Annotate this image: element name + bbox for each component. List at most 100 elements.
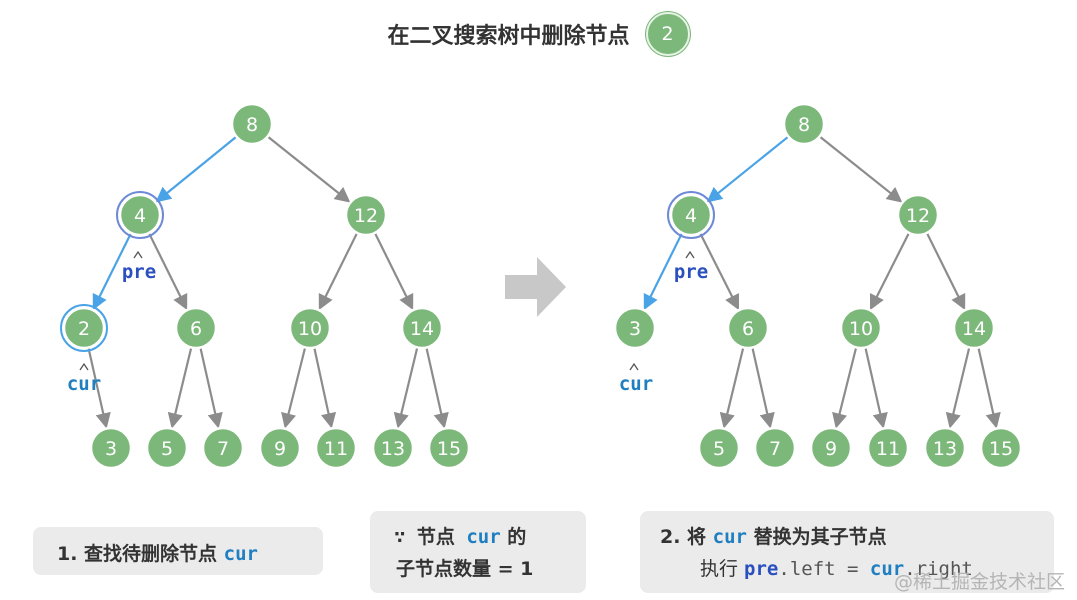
left-tree-node-11-label: 11 (324, 438, 348, 460)
left-tree-node-9-label: 9 (274, 438, 286, 460)
pre-label-right: pre (674, 261, 708, 283)
step2-prefix: 2. 将 (660, 526, 713, 548)
right-tree-node-3-label: 3 (629, 318, 641, 340)
left-tree-node-15-circle (427, 426, 471, 470)
left-tree-edge-4-6 (148, 233, 188, 311)
right-tree-node-7: 7 (753, 426, 797, 470)
left-tree-edge-6-7 (199, 348, 223, 429)
left-tree-node-14-circle (400, 306, 444, 350)
pre-label-left: pre (122, 261, 156, 283)
left-tree-node-6-circle (174, 306, 218, 350)
pre-caret-left (133, 250, 143, 259)
step1-var: cur (223, 543, 258, 565)
right-tree-edge-8-4 (706, 136, 789, 203)
left-tree-node-13: 13 (371, 426, 415, 470)
right-tree-node-4-highlight-ring (667, 191, 715, 239)
right-tree-node-13-circle (923, 426, 967, 470)
left-tree-node-2: 2 (60, 304, 108, 352)
right-tree-node-3: 3 (613, 306, 657, 350)
right-tree-edge-6-7 (751, 348, 775, 429)
left-tree-edge-8-4 (155, 136, 237, 203)
left-tree-node-10-label: 10 (298, 318, 322, 340)
pre-caret-right (685, 250, 695, 259)
left-tree-node-13-circle (371, 426, 415, 470)
left-tree-node-14: 14 (400, 306, 444, 350)
left-tree-node-4: 4 (116, 191, 164, 239)
condition-line1: ∵ 节点 cur 的 (394, 521, 586, 553)
right-tree-node-15-circle (979, 426, 1023, 470)
right-tree-edge-10-11 (864, 348, 888, 429)
left-tree-node-8: 8 (230, 102, 274, 146)
left-tree-node-4-circle (118, 193, 162, 237)
left-tree-node-2-circle (62, 306, 106, 350)
left-tree-node-10: 10 (288, 306, 332, 350)
left-tree-node-7: 7 (201, 426, 245, 470)
transition-arrow (505, 257, 566, 317)
right-tree-edge-14-15 (977, 348, 1001, 429)
right-tree-edge-4-3 (643, 233, 683, 311)
right-tree-node-12: 12 (896, 193, 940, 237)
step2-box: 2. 将 cur 替换为其子节点 执行 pre.left = cur.right (640, 511, 1054, 593)
left-tree-node-5-label: 5 (161, 438, 173, 460)
left-tree-node-3-label: 3 (105, 438, 117, 460)
left-tree-edge-2-3 (87, 348, 111, 429)
left-tree-node-6-label: 6 (190, 318, 202, 340)
left-tree-node-7-label: 7 (217, 438, 229, 460)
left-tree-node-15: 15 (427, 426, 471, 470)
step1-text: 1. 查找待删除节点 (57, 543, 224, 565)
right-tree-node-6-label: 6 (742, 318, 754, 340)
right-tree-node-10: 10 (839, 306, 883, 350)
right-tree-node-9-label: 9 (825, 438, 837, 460)
cur-label-right: cur (619, 373, 653, 395)
right-tree-node-4-circle (669, 193, 713, 237)
left-tree-node-11-circle (314, 426, 358, 470)
left-tree-node-12: 12 (344, 193, 388, 237)
left-tree-node-4-label: 4 (134, 205, 146, 227)
left-tree-node-14-label: 14 (410, 318, 434, 340)
right-tree-node-15: 15 (979, 426, 1023, 470)
right-tree-node-13: 13 (923, 426, 967, 470)
step2-var: cur (712, 526, 747, 548)
left-tree-edge-12-14 (374, 233, 414, 311)
left-tree-node-10-circle (288, 306, 332, 350)
right-tree-edge-10-9 (832, 348, 857, 429)
right-tree-node-4-label: 4 (685, 205, 697, 227)
right-tree-node-14-label: 14 (962, 318, 986, 340)
left-tree-node-13-label: 13 (381, 438, 405, 460)
step2-left: .left = (778, 558, 870, 580)
right-tree-node-9: 9 (809, 426, 853, 470)
cur-caret-right (629, 362, 639, 371)
right-tree-node-6: 6 (726, 306, 770, 350)
right-tree-node-9-circle (809, 426, 853, 470)
condition-suffix: 的 (500, 526, 527, 548)
right-tree-node-7-label: 7 (769, 438, 781, 460)
left-tree-node-9: 9 (258, 426, 302, 470)
right-tree-node-4: 4 (667, 191, 715, 239)
right-tree-node-7-circle (753, 426, 797, 470)
left-tree-edge-14-13 (393, 348, 419, 429)
right-tree-node-11-label: 11 (876, 438, 900, 460)
left-tree-node-7-circle (201, 426, 245, 470)
condition-line2: 子节点数量 = 1 (396, 558, 534, 580)
left-tree-node-12-circle (344, 193, 388, 237)
left-tree-edge-12-10 (318, 233, 358, 311)
right-tree-node-8-circle (782, 102, 826, 146)
title-node-badge: 2 (645, 12, 690, 56)
step2-line1: 2. 将 cur 替换为其子节点 (660, 521, 1054, 553)
left-tree-edge-10-11 (313, 348, 337, 429)
left-tree-node-3-circle (89, 426, 133, 470)
right-tree-node-12-label: 12 (906, 205, 930, 227)
condition-box: ∵ 节点 cur 的 子节点数量 = 1 (370, 511, 586, 593)
left-tree-edge-8-12 (267, 136, 351, 203)
right-tree-edge-4-6 (699, 233, 740, 311)
left-tree-node-2-highlight-ring (60, 304, 108, 352)
right-tree-node-5-circle (697, 426, 741, 470)
left-tree-node-6: 6 (174, 306, 218, 350)
right-tree-edge-12-10 (869, 233, 910, 311)
step2-right: .right (904, 558, 973, 580)
right-tree-node-12-circle (896, 193, 940, 237)
right-tree-node-5-label: 5 (713, 438, 725, 460)
left-tree-node-9-circle (258, 426, 302, 470)
right-tree-node-6-circle (726, 306, 770, 350)
